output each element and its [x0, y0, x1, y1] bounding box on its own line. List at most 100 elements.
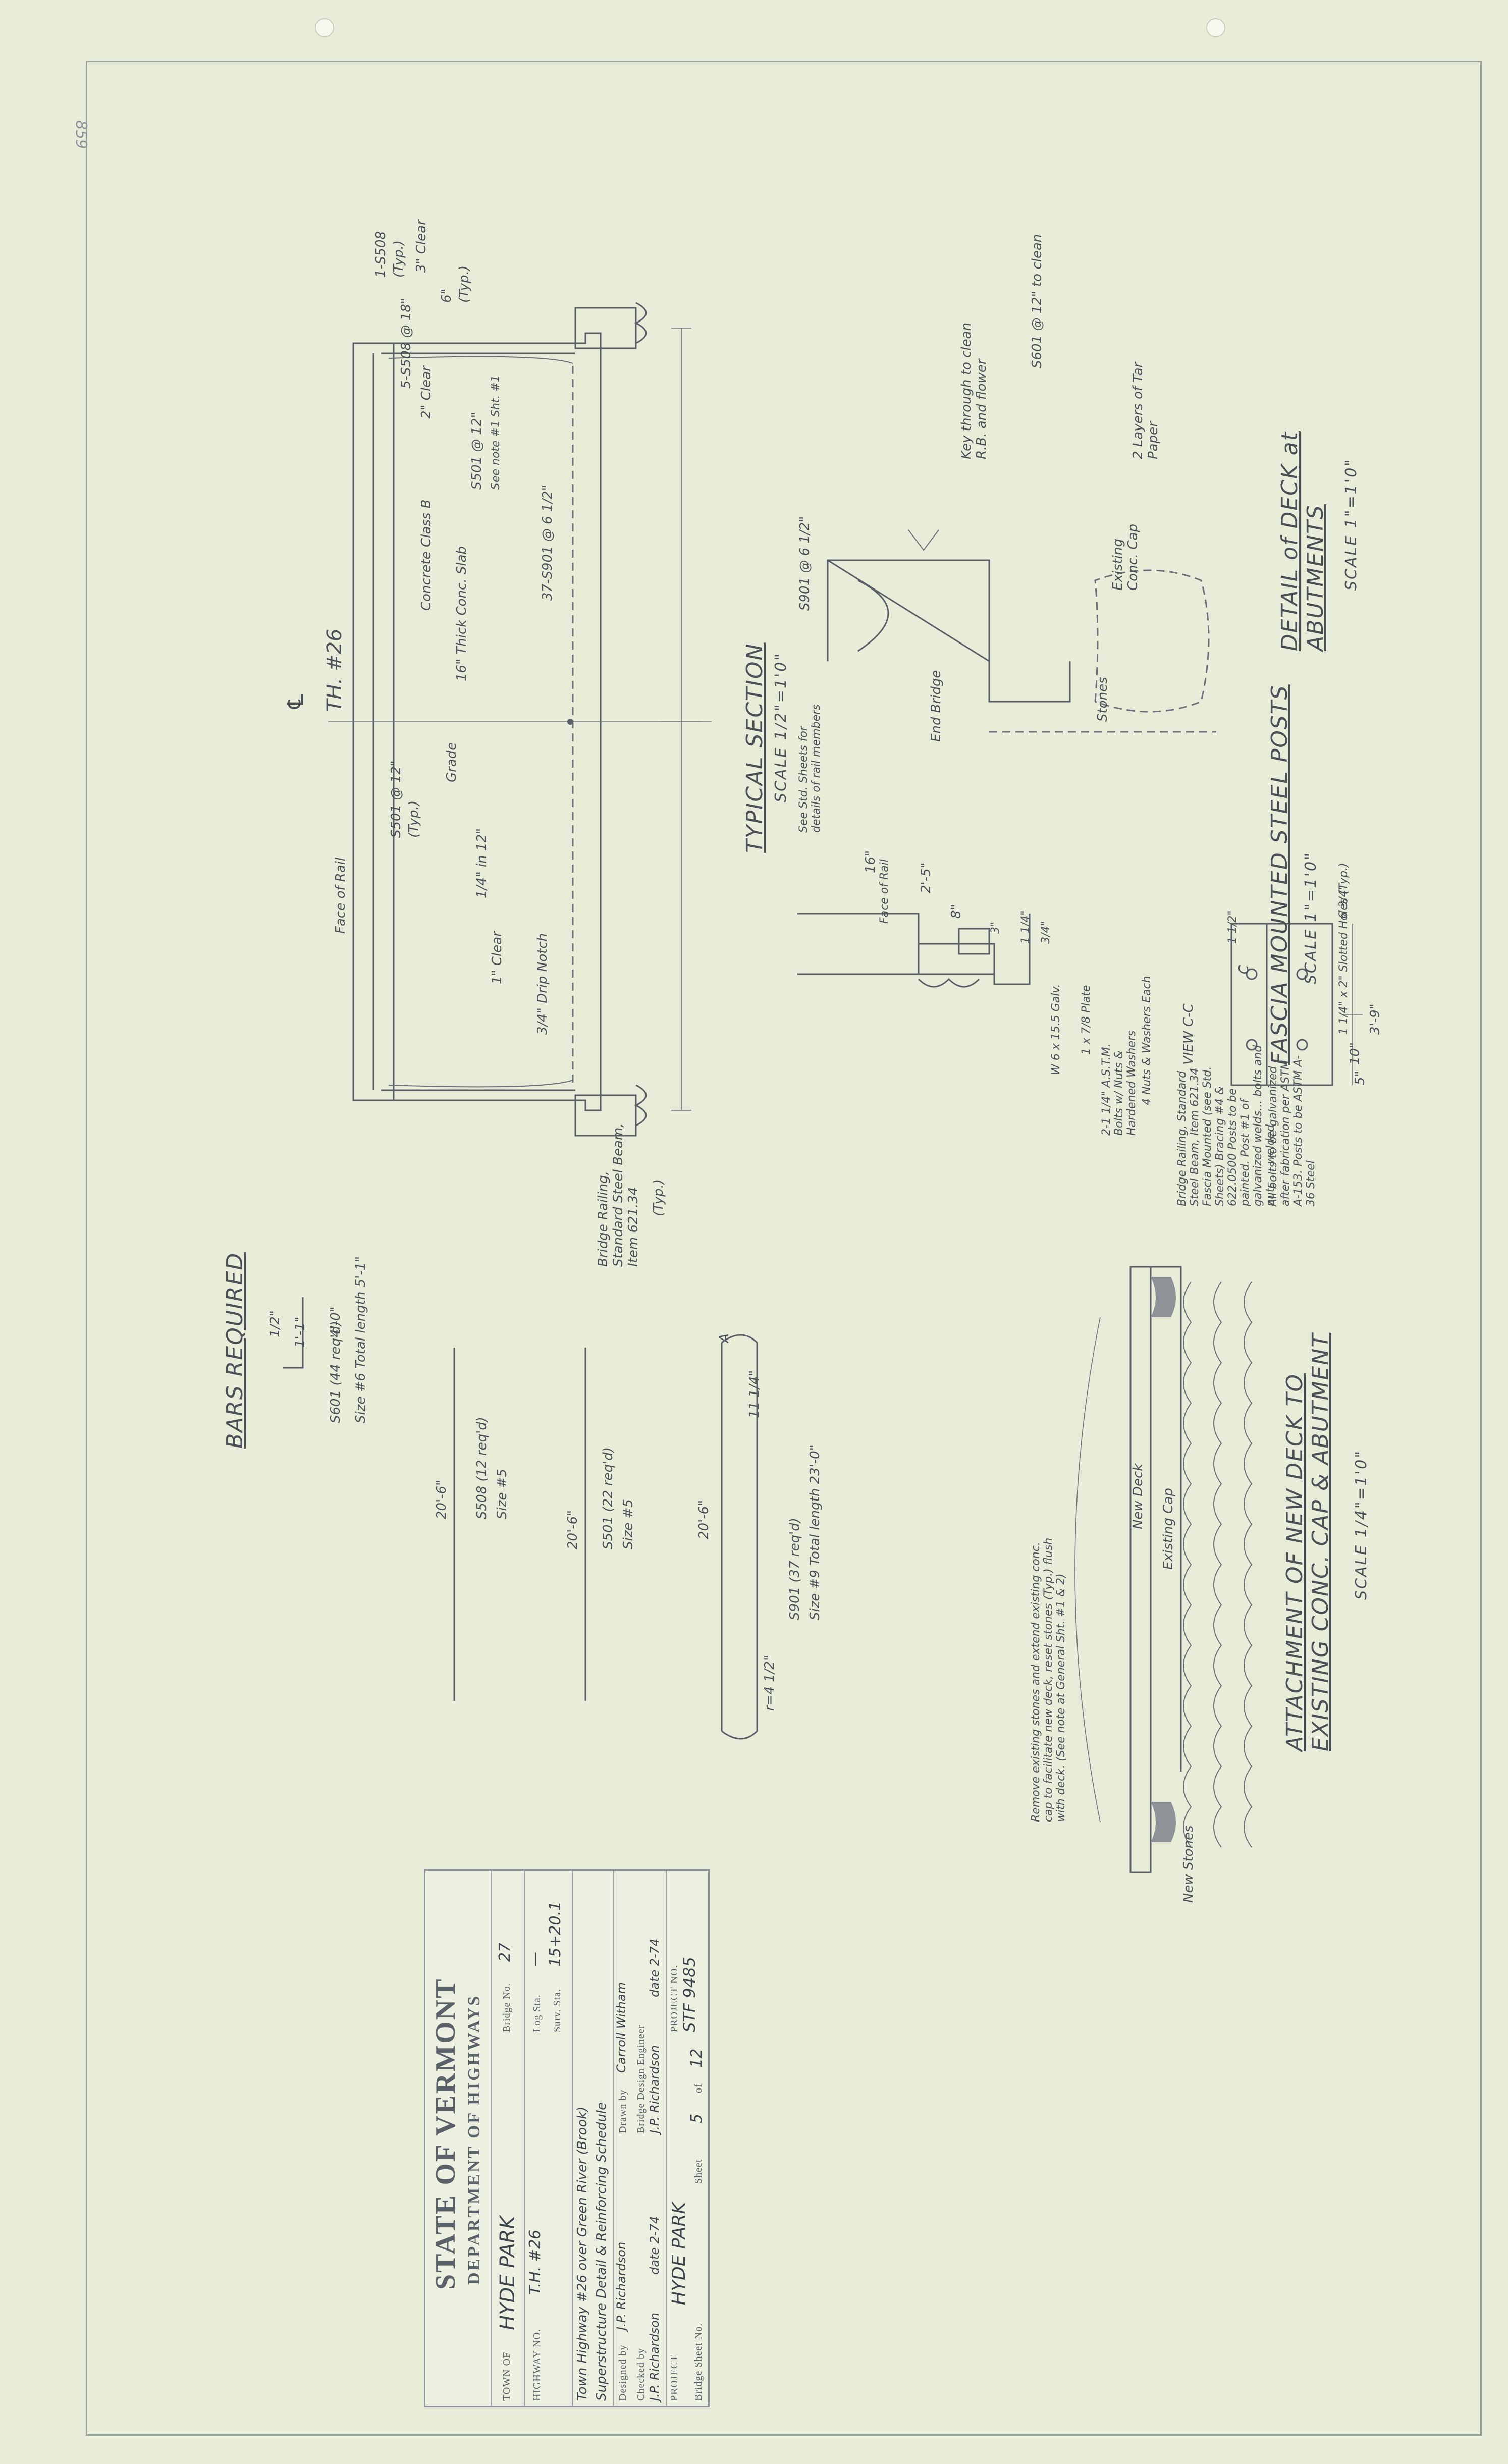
- surv-sta-label: Surv. Sta.: [552, 1988, 563, 2032]
- desc-line-1: Town Highway #26 over Green River (Brook…: [575, 2106, 590, 2401]
- clear-3: 3" Clear: [414, 220, 429, 273]
- log-sta-value: —: [526, 1952, 544, 1967]
- s501-right-sub: (Typ.): [406, 800, 421, 838]
- attachment-existing-cap: Existing Cap: [1161, 1488, 1176, 1570]
- s901-length: 20'-6": [696, 1499, 712, 1539]
- rotated-drawing: TYPICAL SECTION SCALE 1/2"=1'0" ℄ TH. #2…: [91, 66, 1474, 2428]
- s501-bar-note: Size #5: [621, 1499, 636, 1549]
- keyway-label: Key through to clean R.B. and flower: [959, 322, 989, 459]
- bar-end-sub: (Typ.): [391, 240, 406, 278]
- s901-mark: S901 (37 req'd): [787, 1518, 802, 1620]
- dim-6: 6": [439, 288, 454, 303]
- attachment-title: ATTACHMENT OF NEW DECK TO EXISTING CONC.…: [1282, 1332, 1333, 1751]
- highway-value: T.H. #26: [526, 2229, 544, 2295]
- dim-1-1-2: 1 1/2": [1226, 910, 1239, 944]
- drip-label: 3/4" Drip Notch: [535, 933, 550, 1035]
- s601-label: S601 @ 12" to clean: [1030, 234, 1045, 368]
- margin-number: 859: [72, 120, 90, 149]
- fascia-posts-graphic: [797, 913, 1363, 1086]
- deck-detail-graphic: [827, 529, 1216, 733]
- w-beam-label: W 6 x 15.5 Galv.: [1050, 984, 1062, 1075]
- bridge-no-value: 27: [496, 1942, 514, 1962]
- designed-label: Designed by: [617, 2344, 628, 2401]
- project-no-label: PROJECT NO.: [669, 1965, 680, 2032]
- stones-label: Stones: [1095, 677, 1110, 722]
- dim-6-3-4: 6 3/4": [1337, 885, 1350, 919]
- designed-value: J.P. Richardson: [614, 2241, 628, 2330]
- dim-8: 8": [949, 904, 964, 919]
- s601-hook2: 1/2": [267, 1310, 283, 1337]
- s901-hook: 11 1/4": [747, 1370, 762, 1418]
- dim-2-5: 2'-5": [919, 862, 934, 893]
- typical-section-scale: SCALE 1/2"=1'0": [772, 652, 790, 802]
- of-label: of: [693, 2083, 704, 2093]
- bars-graphic: [283, 1297, 758, 1740]
- new-deck-label: New Deck: [1130, 1463, 1146, 1529]
- cl-symbol: ℄: [283, 691, 308, 712]
- bars-top-label: 5-S508 @ 18": [399, 298, 414, 389]
- layers-label: 2 Layers of Tar Paper: [1130, 362, 1161, 459]
- typical-section-title: TYPICAL SECTION: [742, 642, 768, 853]
- s601-hook: 1'-1": [293, 1316, 308, 1348]
- bar-end-label: 1-S508: [373, 231, 389, 278]
- dim-3-4: 3/4": [1040, 921, 1052, 944]
- clear-bottom: 1" Clear: [490, 931, 505, 984]
- state-title: STATE OF VERMONT: [430, 1977, 461, 2290]
- fascia-title: FASCIA MOUNTED STEEL POSTS: [1267, 684, 1292, 1065]
- s901-a-mark: A: [717, 1333, 732, 1343]
- log-sta-label: Log Sta.: [531, 1994, 543, 2032]
- remove-note: Remove existing stones and extend existi…: [1030, 1537, 1067, 1822]
- bridge-design-label: Bridge Design Engineer: [635, 2024, 647, 2133]
- checked-date: date 2-74: [648, 2216, 662, 2275]
- attachment-scale: SCALE 1/4"=1'0": [1353, 1449, 1370, 1600]
- posts-note: Bridge Railing, Standard Steel Beam, Ite…: [1176, 1045, 1277, 1206]
- highway-label: HIGHWAY NO.: [531, 2329, 543, 2401]
- s501-left-sub: See note #1 Sht. #1: [490, 375, 502, 490]
- sheet-value: 5: [688, 2113, 706, 2123]
- s508-mark: S508 (12 req'd): [474, 1417, 490, 1519]
- bridge-no-label: Bridge No.: [501, 1983, 512, 2032]
- bd-date: date 2-74: [648, 1938, 662, 1997]
- checked-label: Checked by: [635, 2348, 647, 2401]
- project-label: PROJECT: [669, 2354, 680, 2401]
- concrete-label: Concrete Class B: [419, 499, 434, 611]
- thick-label: 16" Thick Conc. Slab: [454, 546, 469, 681]
- face-of-rail: Face of Rail: [333, 857, 348, 934]
- bars-required-title: BARS REQUIRED: [222, 1252, 248, 1449]
- dim-6-sub: (Typ.): [457, 265, 472, 303]
- drawn-label: Drawn by: [617, 2089, 628, 2133]
- deck-detail-title: DETAIL of DECK at ABUTMENTS: [1277, 431, 1328, 651]
- town-label: TOWN OF: [501, 2351, 512, 2401]
- new-stones-label: New Stones: [1181, 1825, 1196, 1903]
- bolts-label: 2-1 1/4" A.S.T.M. Bolts w/ Nuts & Harden…: [1100, 1030, 1138, 1136]
- town-value: HYDE PARK: [496, 2216, 519, 2330]
- galv-note: All bolts to be galvanized after fabrica…: [1267, 1055, 1317, 1206]
- s901-note: Size #9 Total length 23'-0": [807, 1444, 823, 1620]
- s601-mark: S601 (44 req'd): [328, 1321, 343, 1423]
- drawn-value: Carroll Witham: [614, 1982, 628, 2073]
- s601-note: Size #6 Total length 5'-1": [353, 1256, 368, 1423]
- c-mark: C: [1236, 965, 1252, 974]
- existing-cap-label: Existing Conc. Cap: [1110, 524, 1141, 591]
- grade-label: Grade: [444, 742, 459, 782]
- s501-bar-length: 20'-6": [565, 1510, 580, 1549]
- th-label: TH. #26: [323, 628, 346, 712]
- s901-radius: r=4 1/2": [762, 1654, 777, 1711]
- sheet-no-label: Bridge Sheet No.: [693, 2323, 704, 2401]
- typical-section-graphic: [328, 302, 712, 1137]
- nuts-label: 4 Nuts & Washers Each: [1141, 976, 1153, 1105]
- dim-10: 10": [1348, 1042, 1363, 1065]
- total-sheets: 12: [688, 2048, 706, 2068]
- dim-16: 16": [863, 850, 878, 873]
- s501-bar-mark: S501 (22 req'd): [601, 1447, 616, 1549]
- railing-sub: (Typ.): [651, 1179, 666, 1216]
- border-frame: [86, 61, 1482, 2436]
- project-value: HYDE PARK: [669, 2202, 689, 2305]
- bd-name: J.P. Richardson: [648, 2045, 662, 2133]
- s501-left: S501 @ 12": [469, 412, 484, 490]
- slope-label: 1/4" in 12": [474, 828, 490, 898]
- dim-3: 3": [989, 921, 1002, 934]
- dim-1-1-4: 1 1/4": [1019, 910, 1032, 944]
- dim-5: 5": [1353, 1070, 1368, 1085]
